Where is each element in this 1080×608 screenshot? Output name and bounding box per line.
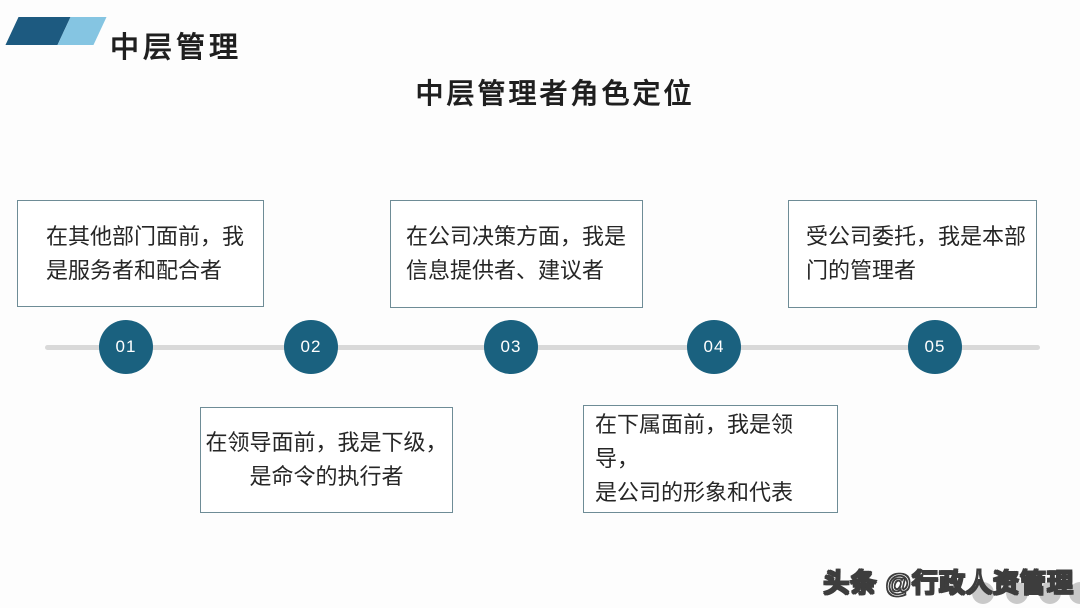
dot-icon — [1006, 582, 1028, 604]
dot-icon — [972, 582, 994, 604]
step-circle-05: 05 — [908, 320, 962, 374]
step-circle-02: 02 — [284, 320, 338, 374]
step-circle-03: 03 — [484, 320, 538, 374]
step-circle-04: 04 — [687, 320, 741, 374]
step-box-05: 受公司委托，我是本部 门的管理者 — [788, 200, 1037, 308]
step-box-04: 在下属面前，我是领导， 是公司的形象和代表 — [583, 405, 838, 513]
brand-logo — [0, 0, 110, 60]
step-box-01: 在其他部门面前，我 是服务者和配合者 — [17, 200, 264, 307]
timeline-line — [45, 345, 1040, 350]
header-title: 中层管理 — [110, 32, 243, 64]
dot-icon — [1039, 582, 1061, 604]
step-box-02: 在领导面前，我是下级， 是命令的执行者 — [200, 407, 453, 513]
dot-icon — [1069, 582, 1080, 604]
slide-title: 中层管理者角色定位 — [415, 78, 695, 109]
step-circle-01: 01 — [99, 320, 153, 374]
watermark-dots — [972, 582, 1080, 606]
step-box-03: 在公司决策方面，我是 信息提供者、建议者 — [390, 200, 643, 308]
watermark-text: 头条 @行政人资管理 — [823, 567, 1074, 598]
